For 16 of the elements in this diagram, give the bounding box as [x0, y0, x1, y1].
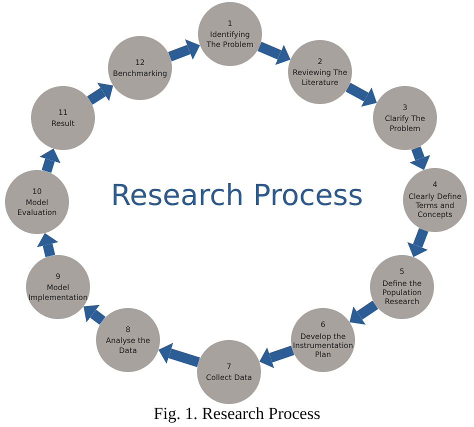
step-circle — [96, 308, 160, 372]
arrow — [87, 82, 114, 105]
arrow — [158, 342, 200, 368]
step-circle — [291, 308, 355, 372]
arrow — [407, 228, 428, 258]
figure-caption: Fig. 1. Research Process — [154, 404, 320, 424]
diagram-title: Research Process — [110, 178, 364, 212]
arrow — [39, 148, 61, 173]
arrow — [259, 346, 294, 368]
arrow — [258, 42, 291, 66]
arrow — [84, 304, 106, 325]
arrow — [36, 233, 58, 258]
arrow — [168, 39, 200, 62]
arrow — [410, 146, 430, 170]
arrow — [350, 300, 378, 325]
arrow — [346, 82, 377, 107]
